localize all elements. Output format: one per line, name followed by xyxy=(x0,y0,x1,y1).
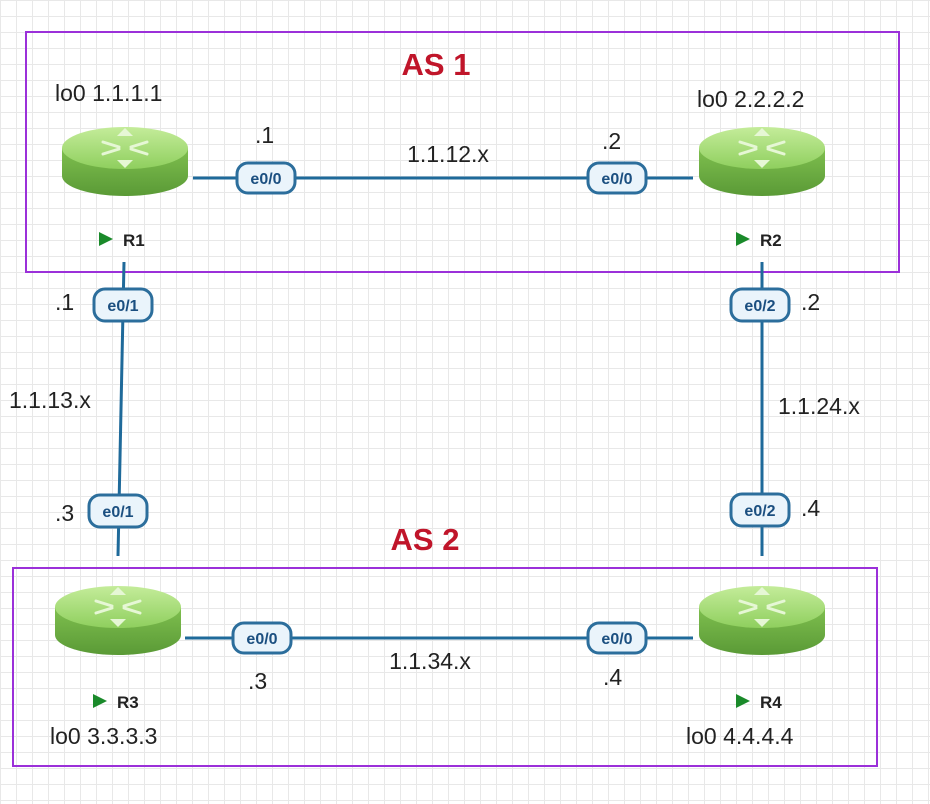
r3-port-e0-0[interactable]: e0/0 xyxy=(231,621,293,655)
r3-loopback: lo0 3.3.3.3 xyxy=(50,723,157,749)
r1-loopback: lo0 1.1.1.1 xyxy=(55,80,162,106)
subnet-r1-r2: 1.1.12.x xyxy=(407,141,489,167)
svg-text:e0/1: e0/1 xyxy=(102,504,133,521)
svg-text:e0/2: e0/2 xyxy=(744,503,775,520)
r4-port-e0-2[interactable]: e0/2 xyxy=(729,492,791,528)
r4-loopback: lo0 4.4.4.4 xyxy=(686,723,794,749)
r4-port-e0-0[interactable]: e0/0 xyxy=(586,621,648,655)
r3-name: R3 xyxy=(117,693,139,712)
r1-name: R1 xyxy=(123,231,145,250)
router-r2[interactable] xyxy=(697,125,827,198)
r3-r4-host-a: .3 xyxy=(248,668,267,694)
r2-status-arrow-icon xyxy=(736,232,750,246)
router-r3[interactable] xyxy=(53,584,183,657)
r4-status-arrow-icon xyxy=(736,694,750,708)
r1-status-arrow-icon xyxy=(99,232,113,246)
router-r1[interactable] xyxy=(60,125,190,198)
r1-r3-host-b: .3 xyxy=(55,500,74,526)
as1-label: AS 1 xyxy=(402,47,471,82)
svg-text:e0/0: e0/0 xyxy=(601,171,632,188)
as1-area-box xyxy=(25,31,900,273)
r1-port-e0-0[interactable]: e0/0 xyxy=(235,161,297,195)
subnet-r2-r4: 1.1.24.x xyxy=(778,393,860,419)
svg-text:e0/1: e0/1 xyxy=(107,298,138,315)
svg-text:e0/0: e0/0 xyxy=(601,631,632,648)
r4-name: R4 xyxy=(760,693,782,712)
subnet-r1-r3: 1.1.13.x xyxy=(9,387,91,413)
subnet-r3-r4: 1.1.34.x xyxy=(389,648,471,674)
svg-text:e0/0: e0/0 xyxy=(246,631,277,648)
r3-r4-host-b: .4 xyxy=(603,664,622,690)
r2-name: R2 xyxy=(760,231,782,250)
r2-port-e0-0[interactable]: e0/0 xyxy=(586,161,648,195)
as2-label: AS 2 xyxy=(391,522,460,557)
r3-port-e0-1[interactable]: e0/1 xyxy=(87,493,149,529)
r1-port-e0-1[interactable]: e0/1 xyxy=(92,287,154,323)
svg-text:e0/2: e0/2 xyxy=(744,298,775,315)
r1-r2-host-a: .1 xyxy=(255,122,274,148)
r3-status-arrow-icon xyxy=(93,694,107,708)
r2-loopback: lo0 2.2.2.2 xyxy=(697,86,804,112)
r1-r2-host-b: .2 xyxy=(602,128,621,154)
as2-area-box xyxy=(12,567,878,767)
r2-r4-host-a: .2 xyxy=(801,289,820,315)
r2-r4-host-b: .4 xyxy=(801,495,820,521)
svg-text:e0/0: e0/0 xyxy=(250,171,281,188)
r2-port-e0-2[interactable]: e0/2 xyxy=(729,287,791,323)
r1-r3-host-a: .1 xyxy=(55,289,74,315)
router-r4[interactable] xyxy=(697,584,827,657)
